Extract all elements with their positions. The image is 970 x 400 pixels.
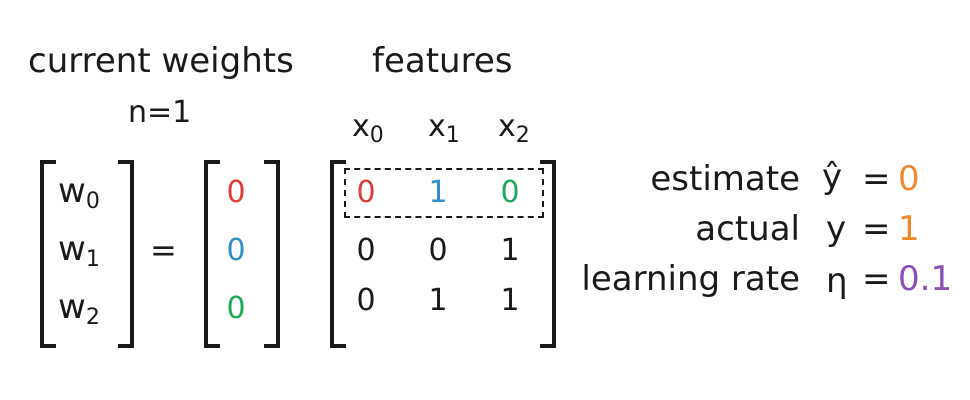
iteration-label: n=1	[128, 95, 192, 130]
matrix-cell-r0-c0: 0	[356, 175, 376, 210]
learning-rate-value: 0.1	[898, 259, 953, 299]
weight-values-left-bracket	[204, 160, 220, 348]
feature-matrix-right-bracket	[540, 160, 556, 348]
matrix-cell-r1-c1: 0	[428, 233, 448, 268]
weight-symbol-w2: w2	[58, 287, 100, 330]
learning-rate-equals: =	[862, 259, 891, 299]
matrix-cell-r2-c0: 0	[356, 283, 376, 318]
features-label: features	[372, 41, 513, 81]
estimate-label: estimate	[650, 159, 800, 199]
feature-matrix-left-bracket	[330, 160, 346, 348]
current-weights-label: current weights	[28, 41, 294, 81]
weight-symbol-w1: w1	[58, 229, 100, 272]
matrix-cell-r1-c2: 1	[500, 233, 520, 268]
weights-vector-right-bracket	[118, 160, 134, 348]
matrix-cell-r2-c2: 1	[500, 283, 520, 318]
matrix-cell-r0-c1: 1	[428, 175, 448, 210]
actual-label: actual	[695, 209, 800, 249]
learning-rate-label: learning rate	[581, 259, 800, 299]
feature-header-x1: x1	[428, 109, 460, 148]
weight-value-2: 0	[226, 291, 246, 326]
matrix-cell-r0-c2: 0	[500, 175, 520, 210]
feature-header-x2: x2	[498, 109, 530, 148]
weight-symbol-w0: w0	[58, 171, 100, 214]
estimate-equals: =	[862, 159, 891, 199]
actual-symbol: y	[826, 209, 847, 249]
matrix-cell-r2-c1: 1	[428, 283, 448, 318]
estimate-value: 0	[898, 159, 920, 199]
weights-vector-left-bracket	[40, 160, 56, 348]
feature-header-x0: x0	[352, 109, 384, 148]
actual-equals: =	[862, 209, 891, 249]
weight-value-1: 0	[226, 233, 246, 268]
learning-rate-symbol: η	[826, 261, 848, 301]
weight-value-0: 0	[226, 175, 246, 210]
estimate-symbol: ŷ	[822, 157, 843, 197]
equals-sign: =	[150, 231, 177, 269]
current-sample-highlight-box	[344, 168, 544, 218]
actual-value: 1	[898, 209, 920, 249]
weight-values-right-bracket	[264, 160, 280, 348]
matrix-cell-r1-c0: 0	[356, 233, 376, 268]
